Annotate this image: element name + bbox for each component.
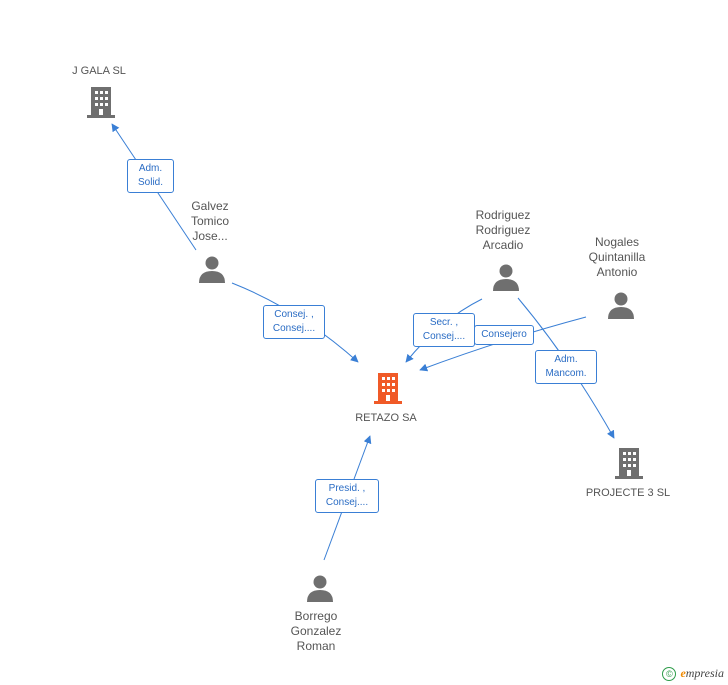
edge-label-adm-solid[interactable]: Adm. Solid. (127, 159, 174, 193)
edge-label-consej-galvez[interactable]: Consej. , Consej.... (263, 305, 325, 339)
edge-label-consejero[interactable]: Consejero (474, 325, 534, 345)
brand-logo-rest: mpresia (685, 666, 724, 680)
rodriguez-label[interactable]: Rodriguez Rodriguez Arcadio (453, 208, 553, 253)
edge-label-presid-consej-line-2: Consej.... (325, 497, 369, 508)
edge-label-consej-galvez-line-2: Consej.... (272, 323, 316, 334)
edge-label-adm-mancom[interactable]: Adm. Mancom. (535, 350, 597, 384)
edge-label-adm-mancom-line-2: Mancom. (545, 368, 587, 379)
galvez-label-line-2: Tomico (190, 214, 229, 228)
retazo-building-icon[interactable] (372, 371, 404, 405)
galvez-label-line-1: Galvez (191, 199, 229, 213)
edge-label-adm-solid-line-2: Solid. (137, 177, 163, 188)
galvez-label[interactable]: Galvez Tomico Jose... (160, 199, 260, 244)
projecte3-label[interactable]: PROJECTE 3 SL (585, 487, 671, 499)
brand-logo: empresia (680, 666, 724, 681)
brand-logo-e: e (680, 666, 686, 680)
edge-label-secr-consej-line-1: Secr. , (429, 317, 459, 328)
borrego-label[interactable]: Borrego Gonzalez Roman (266, 609, 366, 654)
retazo-label[interactable]: RETAZO SA (355, 412, 417, 424)
edge-label-adm-solid-line-1: Adm. (138, 163, 163, 174)
jgala-label[interactable]: J GALA SL (72, 65, 126, 77)
edge-label-consej-galvez-line-1: Consej. , (274, 309, 314, 320)
edge-label-adm-mancom-line-1: Adm. (554, 354, 578, 365)
galvez-label-line-3: Jose... (192, 229, 228, 243)
galvez-person-icon[interactable] (197, 254, 227, 284)
borrego-label-line-2: Gonzalez (290, 624, 342, 638)
nogales-label-line-2: Quintanilla (588, 250, 646, 264)
edge-label-presid-consej[interactable]: Presid. , Consej.... (315, 479, 379, 513)
nogales-label-line-1: Nogales (594, 235, 640, 249)
footer-brand[interactable]: © empresia (662, 666, 724, 681)
jgala-building-icon[interactable] (85, 85, 117, 119)
projecte3-building-icon[interactable] (613, 446, 645, 480)
edge-label-consejero-line-1: Consejero (481, 329, 527, 340)
rodriguez-person-icon[interactable] (491, 262, 521, 292)
rodriguez-label-line-2: Rodriguez (475, 223, 531, 237)
edge-label-secr-consej-line-2: Consej.... (422, 331, 466, 342)
rodriguez-label-line-3: Arcadio (482, 238, 524, 252)
borrego-label-line-1: Borrego (294, 609, 338, 623)
copyright-icon: © (662, 666, 677, 681)
borrego-label-line-3: Roman (296, 639, 336, 653)
borrego-person-icon[interactable] (305, 573, 335, 603)
edge-label-presid-consej-line-1: Presid. , (328, 483, 366, 494)
rodriguez-label-line-1: Rodriguez (475, 208, 531, 222)
nogales-label-line-3: Antonio (596, 265, 638, 279)
nogales-label[interactable]: Nogales Quintanilla Antonio (567, 235, 667, 280)
nogales-person-icon[interactable] (606, 290, 636, 320)
edge-label-secr-consej[interactable]: Secr. , Consej.... (413, 313, 475, 347)
